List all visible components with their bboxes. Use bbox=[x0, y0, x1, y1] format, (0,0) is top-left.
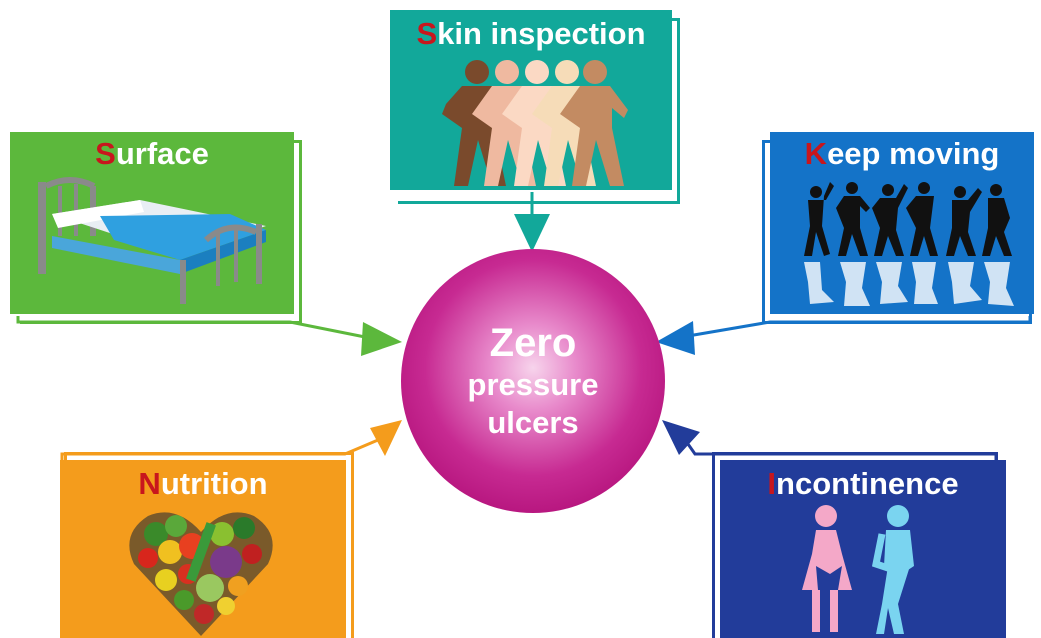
dancers-icon bbox=[804, 182, 1014, 306]
zero-pressure-ulcers-hub: Zero pressure ulcers bbox=[401, 249, 665, 513]
nutrition-title: Nutrition bbox=[138, 466, 268, 501]
skin-inspection-panel: Skin inspection bbox=[390, 10, 672, 190]
toilet-figures-icon bbox=[802, 505, 914, 634]
hub-line-1: Zero bbox=[489, 321, 577, 365]
nutrition-panel: Nutrition bbox=[60, 460, 346, 638]
keep-moving-panel: Keep moving bbox=[770, 132, 1034, 314]
arrow-skin-inspection bbox=[514, 192, 550, 252]
hub-line-2: pressure bbox=[467, 367, 599, 402]
people-chain-icon bbox=[442, 60, 628, 186]
skin-inspection-title: Skin inspection bbox=[416, 16, 646, 51]
hub-line-3: ulcers bbox=[487, 405, 579, 440]
person-5 bbox=[560, 60, 628, 186]
bed-icon bbox=[38, 177, 266, 304]
surface-panel: Surface bbox=[10, 132, 294, 314]
woman-figure bbox=[802, 505, 852, 632]
surface-title: Surface bbox=[95, 136, 209, 171]
man-figure bbox=[871, 505, 914, 634]
incontinence-panel: Incontinence bbox=[720, 460, 1006, 638]
vegetable-heart-icon bbox=[129, 512, 273, 636]
keep-moving-title: Keep moving bbox=[804, 136, 1000, 171]
incontinence-title: Incontinence bbox=[767, 466, 959, 501]
